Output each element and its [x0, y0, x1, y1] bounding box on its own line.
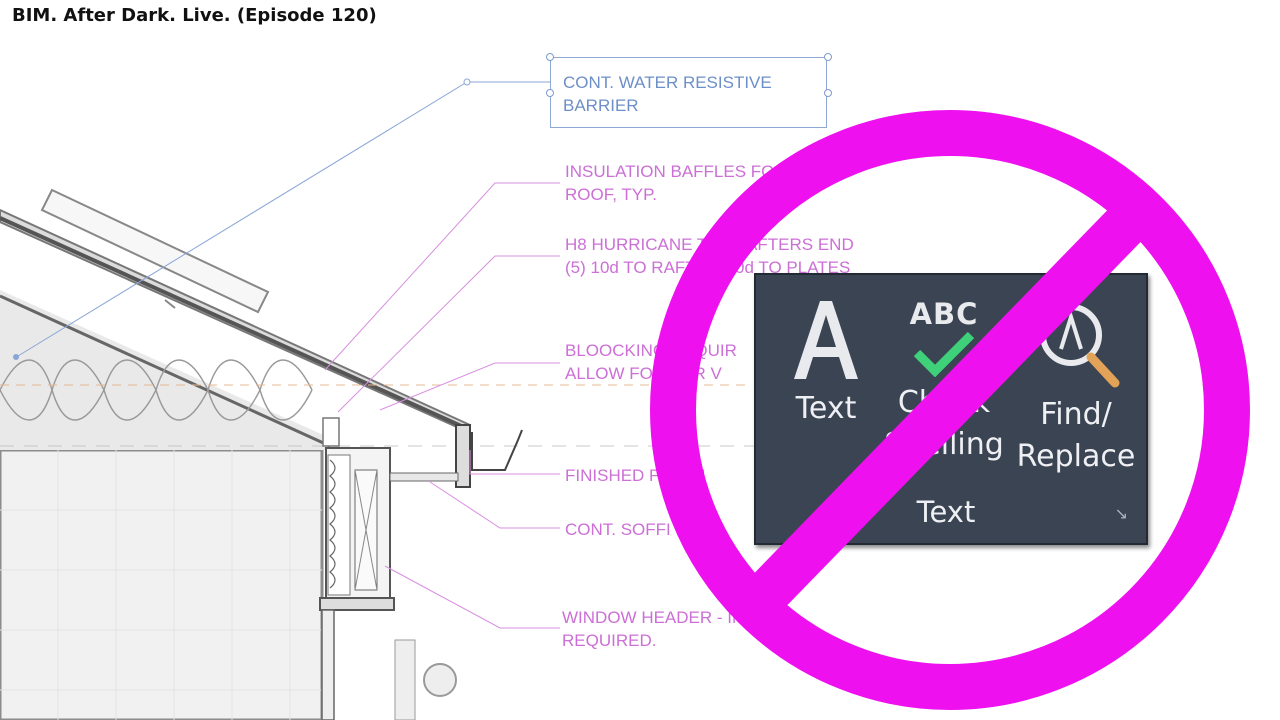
annotation-line: H8 HURRICANE TI H RAFTERS END [565, 235, 854, 254]
panel-title: Text [916, 495, 976, 529]
annotation-line: INSULATION BAFFLES FO [565, 162, 775, 181]
check-spelling-label-1: Check [897, 385, 991, 420]
episode-title: BIM. After Dark. Live. (Episode 120) [12, 5, 377, 26]
annotation-line: ALLOW FO OPER V [565, 364, 722, 383]
find-replace-magnifier-icon [1040, 304, 1120, 388]
spell-check-icon-caption: ABC [909, 297, 979, 331]
annotation-line: BLOOCKING REQUIR [565, 341, 737, 360]
annotation-soffit[interactable]: CONT. SOFFI T [565, 518, 686, 541]
ribbon-text-panel: Text ABC Check Spelling Find/ Replace Te… [754, 273, 1148, 545]
annotation-water-barrier[interactable]: CONT. WATER RESISTIVE BARRIER [563, 71, 772, 117]
annotation-line: CONT. SOFFI T [565, 520, 686, 539]
right-grip-icon[interactable] [824, 89, 832, 97]
find-replace-label-2: Replace [1016, 439, 1136, 474]
check-spelling-label-2: Spelling [884, 427, 1004, 462]
panel-launcher-arrow-icon[interactable]: ↘ [1114, 504, 1128, 523]
annotation-line: ROOF, TYP. [565, 185, 657, 204]
move-grip-icon[interactable] [546, 53, 554, 61]
spell-check-icon [913, 331, 975, 378]
annotation-finished-trim[interactable]: FINISHED F TRIM [565, 464, 705, 487]
annotation-window-header[interactable]: WINDOW HEADER - IN E AS REQUIRED. [562, 606, 787, 652]
text-large-a-icon [794, 301, 858, 379]
annotation-insulation-baffles[interactable]: INSULATION BAFFLES FO ROOF, TYP. [565, 160, 774, 206]
wall-cladding [0, 448, 324, 720]
annotation-blocking[interactable]: BLOOCKING REQUIR ALLOW FO OPER V [565, 339, 737, 385]
annotation-line: REQUIRED. [562, 631, 657, 650]
annotation-line: WINDOW HEADER - IN E AS [562, 608, 787, 627]
check-spelling-button[interactable]: ABC Check Spelling [884, 297, 1004, 466]
find-replace-button[interactable]: Find/ Replace [1012, 297, 1140, 478]
annotation-line: CONT. WATER RESISTIVE [563, 73, 772, 92]
left-grip-icon[interactable] [546, 89, 554, 97]
corner-grip-icon[interactable] [824, 53, 832, 61]
text-button-label: Text [795, 391, 857, 426]
text-button[interactable]: Text [776, 293, 876, 430]
find-replace-label-1: Find/ [1040, 397, 1112, 432]
annotation-line: FINISHED F TRIM [565, 466, 706, 485]
annotation-line: BARRIER [563, 96, 639, 115]
